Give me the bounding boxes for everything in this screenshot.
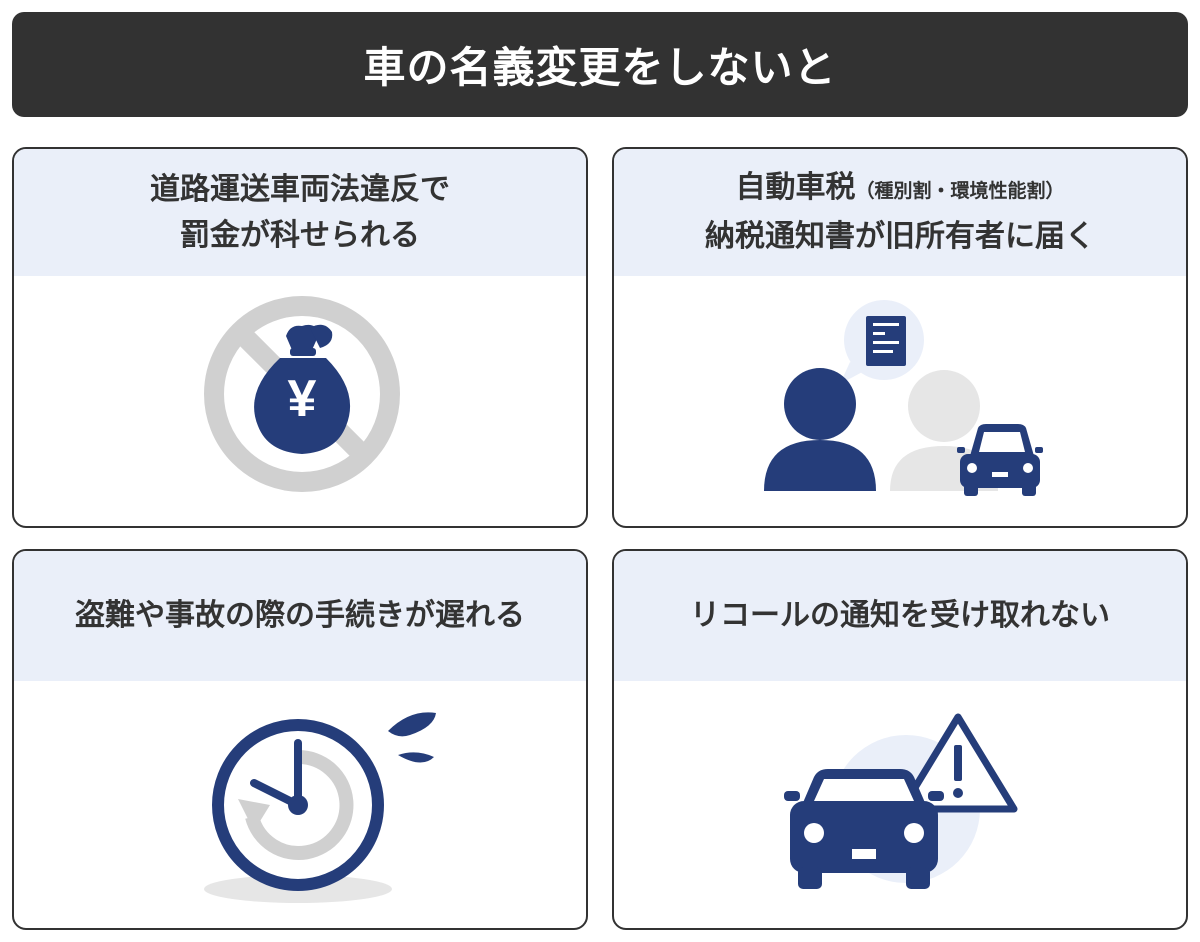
- page-title: 車の名義変更をしないと: [363, 43, 837, 92]
- card-fine-line1: 道路運送車両法違反で: [150, 171, 450, 207]
- card-tax-notice: 自動車税（種別割・環境性能割） 納税通知書が旧所有者に届く: [612, 147, 1188, 528]
- card-fine-body: ¥: [14, 276, 586, 526]
- card-delay: 盗難や事故の際の手続きが遅れる: [12, 549, 588, 930]
- yen-sign: ¥: [288, 370, 317, 428]
- card-delay-header: 盗難や事故の際の手続きが遅れる: [14, 551, 586, 681]
- car-warning-icon: [784, 713, 1018, 889]
- people-notice-car-icon: [764, 300, 1043, 496]
- warning-icon: [898, 713, 1018, 813]
- card-tax-notice-body: [614, 276, 1186, 526]
- car-icon: [784, 769, 944, 889]
- person-icon: [764, 368, 876, 491]
- card-delay-line1: 盗難や事故の際の手続きが遅れる: [75, 598, 525, 633]
- clock-sweat-icon: [204, 712, 436, 903]
- card-recall: リコールの通知を受け取れない: [612, 549, 1188, 930]
- card-delay-body: [14, 681, 586, 928]
- card-fine: 道路運送車両法違反で 罰金が科せられる ¥: [12, 147, 588, 528]
- card-tax-notice-line2: 納税通知書が旧所有者に届く: [705, 219, 1095, 254]
- card-tax-notice-line1-main: 自動車税: [735, 170, 856, 205]
- card-fine-header: 道路運送車両法違反で 罰金が科せられる: [14, 149, 586, 276]
- card-tax-notice-line1: 自動車税（種別割・環境性能割）: [735, 165, 1064, 214]
- title-bar: 車の名義変更をしないと: [12, 12, 1188, 117]
- car-icon: [957, 424, 1043, 496]
- prohibited-money-bag-icon: ¥: [204, 296, 400, 492]
- card-tax-notice-line1-sub: （種別割・環境性能割）: [855, 180, 1065, 202]
- card-tax-notice-header: 自動車税（種別割・環境性能割） 納税通知書が旧所有者に届く: [614, 149, 1186, 276]
- card-recall-line1: リコールの通知を受け取れない: [690, 598, 1110, 633]
- card-fine-line2: 罰金が科せられる: [180, 217, 420, 253]
- sweat-drops-icon: [388, 712, 436, 763]
- card-recall-body: [614, 681, 1186, 928]
- card-recall-header: リコールの通知を受け取れない: [614, 551, 1186, 681]
- document-icon: [866, 316, 906, 366]
